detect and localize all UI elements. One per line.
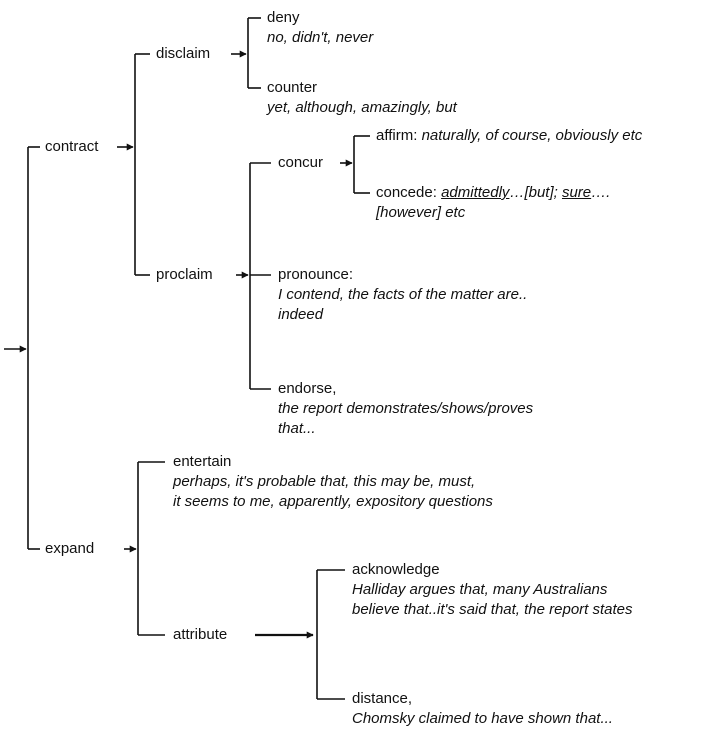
node-entertain: entertain [173,453,232,470]
node-expand: expand [45,540,95,557]
node-counter: counter [267,79,318,96]
examples-pronounce-2: indeed [278,306,324,323]
node-concur: concur [278,154,324,171]
examples-acknowledge-2: believe that..it's said that, the report… [352,601,633,618]
node-concede-line: concede: admittedly…[but]; sure…. [376,184,610,202]
examples-acknowledge-1: Halliday argues that, many Australians [352,581,608,598]
node-distance: distance, [352,690,413,707]
examples-concede-but: …[but]; [509,184,562,201]
examples-endorse-1: the report demonstrates/shows/proves [278,400,534,417]
node-concede: concede: [376,184,437,201]
examples-affirm: naturally, of course, obviously etc [421,127,643,144]
node-attribute: attribute [173,626,228,643]
node-deny: deny [267,9,300,26]
examples-pronounce-1: I contend, the facts of the matter are.. [278,286,528,303]
examples-distance-1: Chomsky claimed to have shown that... [352,710,613,727]
examples-concede-line2: [however] etc [376,204,466,221]
node-affirm-line: affirm: naturally, of course, obviously … [376,127,642,145]
examples-endorse-2: that... [278,420,316,437]
examples-deny: no, didn't, never [267,29,374,46]
node-endorse: endorse, [278,380,337,397]
node-proclaim: proclaim [156,266,213,283]
examples-entertain-1: perhaps, it's probable that, this may be… [173,473,476,490]
node-affirm: affirm: [376,127,418,144]
node-contract: contract [45,138,99,155]
node-acknowledge: acknowledge [352,561,440,578]
examples-entertain-2: it seems to me, apparently, expository q… [173,493,493,510]
examples-concede-sure: sure [561,184,592,201]
examples-concede-ellipsis: …. [591,184,611,201]
examples-concede-admittedly: admittedly [441,184,510,201]
node-disclaim: disclaim [156,45,211,62]
node-pronounce: pronounce: [278,266,354,283]
examples-counter: yet, although, amazingly, but [267,99,457,116]
